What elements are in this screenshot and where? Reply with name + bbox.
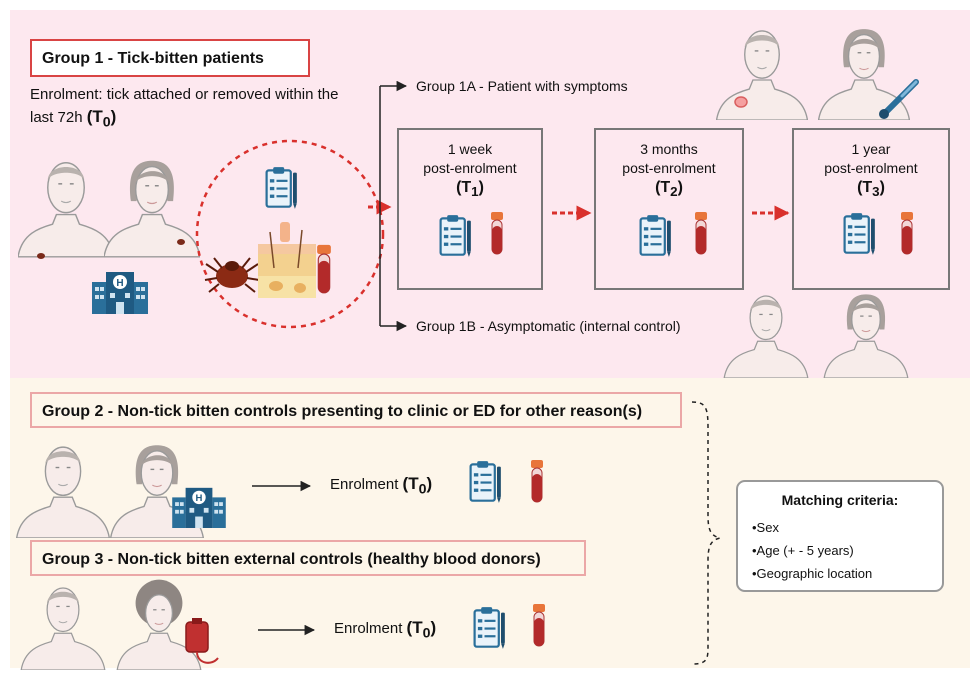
matching-criteria-item: •Sex bbox=[752, 520, 779, 535]
matching-criteria-title: Matching criteria: bbox=[781, 492, 899, 508]
blood-tube-icon bbox=[490, 212, 504, 256]
hospital-icon bbox=[92, 268, 148, 314]
matching-criteria-item: •Age (+ - 5 years) bbox=[752, 543, 854, 558]
group2-title: Group 2 - Non-tick bitten controls prese… bbox=[30, 392, 682, 428]
timepoint-box-t3: 1 year post-enrolment (T3) bbox=[792, 128, 950, 290]
red-dashed-arrow bbox=[552, 205, 592, 221]
branch-connector bbox=[379, 80, 408, 332]
timepoint-box-t1: 1 week post-enrolment (T1) bbox=[397, 128, 543, 290]
clipboard-icon bbox=[470, 606, 510, 650]
person-male-icon bbox=[716, 20, 808, 120]
hospital-icon bbox=[172, 484, 226, 528]
thermometer-icon bbox=[879, 79, 919, 119]
person-male-icon bbox=[18, 150, 114, 258]
clipboard-icon bbox=[262, 166, 302, 210]
tick-icon bbox=[177, 239, 185, 245]
person-male-icon bbox=[16, 578, 110, 670]
group3-enrolment: Enrolment (T0) bbox=[334, 618, 437, 642]
sample-collection-circle bbox=[195, 139, 385, 329]
clipboard-icon bbox=[840, 212, 880, 256]
tick-icon bbox=[204, 257, 260, 293]
arrow bbox=[258, 624, 316, 636]
group1a-label: Group 1A - Patient with symptoms bbox=[416, 78, 628, 94]
blood-tube-icon bbox=[532, 604, 546, 648]
tick-icon bbox=[37, 253, 45, 259]
clipboard-icon bbox=[466, 460, 506, 504]
blood-tube-icon bbox=[694, 212, 708, 256]
group1-title: Group 1 - Tick-bitten patients bbox=[30, 39, 310, 77]
matching-bracket bbox=[691, 401, 721, 665]
red-dashed-arrow bbox=[368, 199, 392, 215]
arrow bbox=[252, 480, 312, 492]
blood-tube-icon bbox=[530, 460, 544, 504]
group2-enrolment: Enrolment (T0) bbox=[330, 474, 433, 498]
person-female-icon bbox=[818, 286, 914, 378]
group1-enrolment-text: Enrolment: tick attached or removed with… bbox=[30, 86, 339, 131]
clipboard-icon bbox=[436, 214, 476, 258]
clipboard-icon bbox=[636, 214, 676, 258]
timepoint-box-t2: 3 months post-enrolment (T2) bbox=[594, 128, 744, 290]
red-dashed-arrow bbox=[752, 205, 790, 221]
rash-icon bbox=[734, 96, 748, 108]
skin-section-icon bbox=[258, 222, 316, 298]
matching-criteria-item: •Geographic location bbox=[752, 566, 873, 581]
blood-tube-icon bbox=[900, 212, 914, 256]
blood-bag-icon bbox=[185, 618, 219, 664]
person-male-icon bbox=[718, 286, 814, 378]
group3-title: Group 3 - Non-tick bitten external contr… bbox=[30, 540, 586, 576]
matching-criteria-box: Matching criteria: •Sex •Age (+ - 5 year… bbox=[736, 480, 944, 592]
person-male-icon bbox=[16, 436, 110, 538]
group1b-label: Group 1B - Asymptomatic (internal contro… bbox=[416, 318, 681, 334]
blood-tube-icon bbox=[316, 244, 332, 296]
